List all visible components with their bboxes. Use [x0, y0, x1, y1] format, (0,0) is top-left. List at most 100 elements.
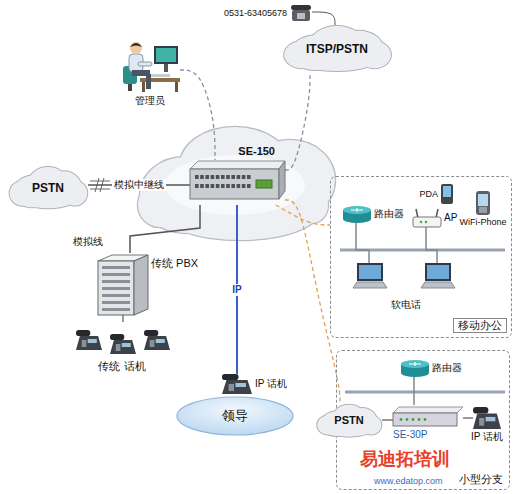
node-label: IP 话机: [471, 431, 503, 443]
device-port: [200, 184, 204, 188]
cabinet-slot: [102, 280, 130, 283]
device-top: [190, 161, 285, 169]
cloud-lobe: [63, 181, 87, 206]
device-port: [231, 184, 235, 188]
node-label: 0531-63405678: [224, 8, 287, 19]
laptops-icon: [351, 263, 461, 297]
router-icon: [343, 205, 371, 223]
access-point: AP: [413, 209, 441, 227]
connector: [180, 70, 215, 160]
phone-screen: [236, 383, 247, 387]
device-top: [393, 407, 463, 413]
cloud-fill: [317, 405, 381, 437]
node-label: 小型分支: [459, 473, 503, 486]
device-port: [221, 175, 225, 179]
device-side: [279, 161, 285, 199]
pda-device: PDA: [441, 184, 453, 204]
node-label: 路由器: [432, 362, 462, 374]
cloud-lobe: [63, 181, 87, 206]
phone-keys: [150, 340, 155, 347]
phone-handset: [110, 334, 124, 340]
se150-icon: [190, 160, 285, 205]
router-arrows: [409, 362, 421, 366]
phone-base: [473, 414, 501, 429]
node-label: AP: [444, 212, 457, 224]
device-port: [231, 175, 235, 179]
connector: [312, 12, 335, 25]
cloud-lobe: [362, 416, 382, 435]
cabinet-slot: [102, 294, 130, 297]
ellipse-body: [177, 397, 293, 435]
laptop-base: [353, 282, 387, 288]
node-label: PDA: [419, 189, 438, 200]
cloud-outline: [10, 167, 88, 208]
device-led: [406, 418, 409, 421]
keyboard: [150, 74, 170, 77]
router-top: [343, 206, 371, 214]
phone-group: 传统 话机: [70, 322, 174, 358]
ip-phone: IP 话机: [222, 374, 252, 394]
device-port: [205, 184, 209, 188]
node-label: 路由器: [374, 208, 404, 220]
phone-screen: [156, 339, 165, 343]
node-label: 领导: [222, 408, 248, 424]
cloud-fill: [284, 26, 391, 71]
device-port: [242, 175, 246, 179]
device-port: [216, 184, 220, 188]
mobile-icon: [476, 191, 490, 215]
device-port: [216, 175, 220, 179]
deskphone-icon: [290, 4, 312, 22]
connector: [413, 377, 415, 405]
cabinet-slot: [102, 287, 130, 290]
monitor-stand: [164, 64, 168, 72]
device-port: [247, 175, 251, 179]
person-shin: [146, 74, 151, 89]
cabinet-slot: [102, 266, 130, 269]
cabinet-slot: [102, 308, 130, 311]
phone-screen: [486, 417, 496, 421]
cabinet-slot: [102, 273, 130, 276]
device-port: [211, 175, 215, 179]
wifi-phone: WiFi-Phone: [476, 191, 490, 215]
user-ellipse: 领导: [176, 396, 294, 436]
phone-handset: [291, 5, 311, 10]
device-port: [195, 184, 199, 188]
device-led: [412, 418, 415, 421]
phone-base: [222, 380, 252, 394]
device-port: [226, 175, 230, 179]
node-label: 传统 PBX: [151, 257, 198, 270]
device-port: [221, 184, 225, 188]
phone-base: [110, 340, 136, 354]
monitor: [154, 46, 178, 64]
device-front: [190, 169, 279, 199]
watermark-url: www.edatop.com: [374, 476, 443, 487]
connector: [236, 205, 238, 374]
node-label: 软电话: [391, 299, 421, 311]
cloud-network: ITSP/PSTN: [282, 25, 392, 73]
pbx-cabinet: 传统 PBX: [98, 253, 148, 315]
person-head: [130, 42, 142, 54]
device-led: [424, 418, 427, 421]
chair-base: [128, 84, 132, 91]
node-label: PSTN: [32, 181, 64, 195]
device-led: [400, 418, 403, 421]
phone-base: [144, 336, 170, 350]
cloud-lobe: [10, 181, 36, 206]
connector: [426, 227, 437, 263]
ip-phone: IP 话机: [473, 407, 501, 429]
ap-body: [413, 217, 441, 227]
node-label: ITSP/PSTN: [306, 42, 368, 56]
ap-led: [420, 221, 423, 224]
node-label: 管理员: [135, 95, 165, 107]
laptop-display: [359, 265, 381, 279]
cabinet-slot: [102, 301, 130, 304]
device-display: [256, 180, 272, 188]
edge-label: 模拟中继线: [112, 179, 166, 191]
phone-keys: [116, 344, 121, 351]
phone-keys: [479, 418, 484, 426]
phone-base: [76, 336, 102, 350]
cloud-network: PSTN: [316, 404, 382, 438]
node-label: SE-30P: [393, 429, 427, 441]
dashed-region: 移动办公PDA路由器APWiFi-Phone软电话: [330, 176, 512, 338]
